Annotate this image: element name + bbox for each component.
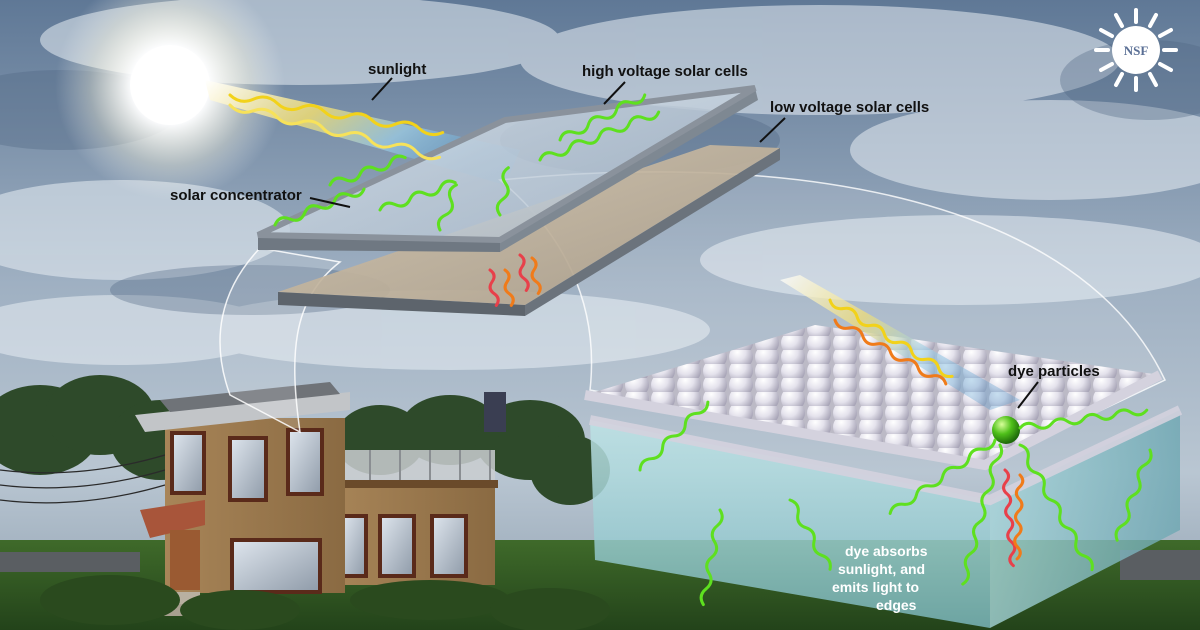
red-waves xyxy=(488,253,542,307)
foreground-shrubs xyxy=(40,575,610,630)
dye-absorbs-line-4: edges xyxy=(876,597,917,613)
detail-red-waves xyxy=(1002,468,1025,568)
detail-emitted-waves xyxy=(638,400,1153,607)
label-low-voltage-solar-cells: low voltage solar cells xyxy=(770,99,929,116)
nsf-logo-rays xyxy=(1094,8,1178,92)
emitted-green-waves xyxy=(273,93,661,232)
road xyxy=(0,552,140,572)
nsf-logo-disc xyxy=(1112,26,1160,74)
dye-particles-leader xyxy=(1017,381,1039,409)
low-voltage-leader xyxy=(759,117,786,143)
nsf-logo: NSF xyxy=(1094,8,1178,92)
nsf-logo-text: NSF xyxy=(1124,43,1149,58)
leader-lines xyxy=(309,77,1039,409)
sunlight-leader xyxy=(371,77,393,101)
label-solar-concentrator: solar concentrator xyxy=(170,187,302,204)
detail-incoming-waves xyxy=(828,298,954,386)
dye-absorbs-line-2: sunlight, and xyxy=(838,561,925,577)
label-sunlight: sunlight xyxy=(368,61,426,78)
clouds xyxy=(0,0,1200,370)
sunlight-waves xyxy=(228,93,445,161)
high-voltage-leader xyxy=(603,81,626,105)
right-house xyxy=(328,450,498,585)
road-right xyxy=(1120,550,1200,580)
label-dye-absorbs: dye absorbs sunlight, and emits light to… xyxy=(832,543,928,613)
power-lines xyxy=(0,454,166,504)
solar-concentrator-panel xyxy=(256,85,758,252)
dye-particle xyxy=(992,416,1020,444)
label-high-voltage-solar-cells: high voltage solar cells xyxy=(582,63,748,80)
sun-core xyxy=(130,45,210,125)
distant-building xyxy=(484,392,506,432)
solar-concentrator-leader xyxy=(309,197,351,208)
dye-absorbs-line-3: emits light to xyxy=(832,579,919,595)
label-dye-particles: dye particles xyxy=(1008,363,1100,380)
dye-absorbs-line-1: dye absorbs xyxy=(845,543,928,559)
